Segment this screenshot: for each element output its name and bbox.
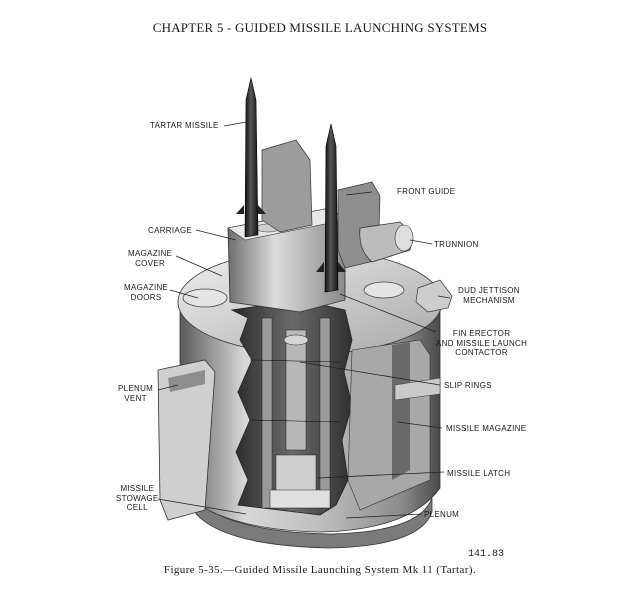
callout-trunnion: TRUNNION [434,240,479,249]
callout-slip-rings: SLIP RINGS [444,381,492,390]
figure-number: 141.83 [468,549,505,560]
leader-lines [157,121,451,519]
callout-front-guide: FRONT GUIDE [397,187,456,196]
magazine-door-right [363,281,405,299]
callout-fin-erector: FIN ERECTOR AND MISSILE LAUNCH CONTACTOR [436,329,528,357]
callout-tartar-missile: TARTAR MISSILE [150,121,219,130]
magazine-door-left [182,288,228,308]
base-plinth [195,497,433,549]
callout-magazine-doors: MAGAZINE DOORS [124,283,169,302]
chapter-header: CHAPTER 5 - GUIDED MISSILE LAUNCHING SYS… [152,20,488,35]
tartar-missile-left [244,77,259,238]
callout-magazine-cover: MAGAZINE COVER [128,249,173,268]
guide-arm [261,139,313,233]
tartar-missile-right [324,123,339,293]
figure-caption: Figure 5-35.—Guided Missile Launching Sy… [163,564,477,576]
dud-jettison-shape [415,279,453,313]
callout-carriage: CARRIAGE [148,226,193,235]
callout-plenum: PLENUM [424,510,460,519]
plenum-vent-shape [157,359,216,521]
callout-missile-latch: MISSILE LATCH [447,469,511,478]
callout-missile-magazine: MISSILE MAGAZINE [446,424,527,433]
callout-plenum-vent: PLENUM VENT [118,384,154,403]
callout-missile-stowage-cell: MISSILE STOWAGE CELL [116,484,159,512]
callout-dud-jettison: DUD JETTISON MECHANISM [458,286,520,305]
